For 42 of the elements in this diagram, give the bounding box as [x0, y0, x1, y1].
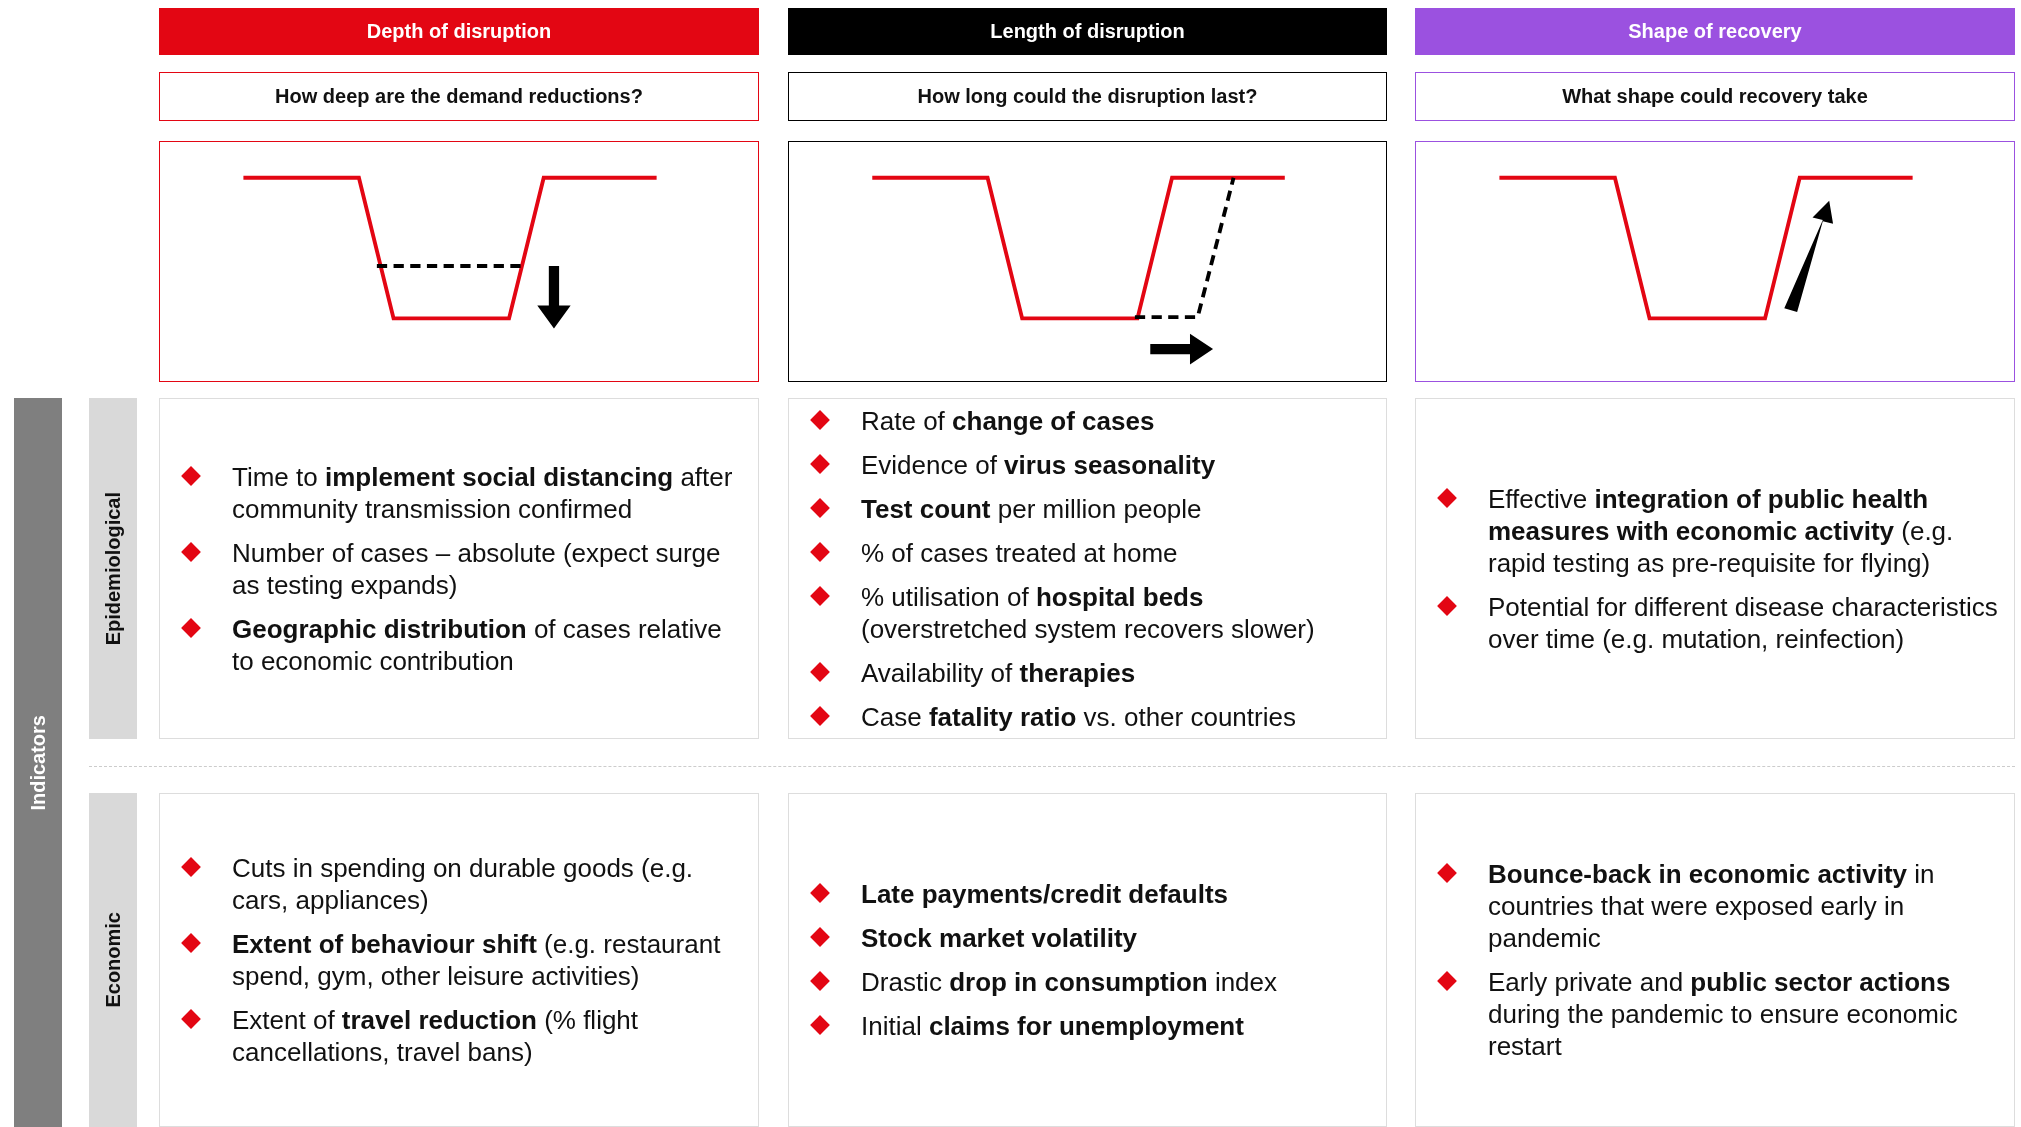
bullet-text: Availability of therapies	[861, 656, 1136, 689]
indicator-card	[1415, 793, 2015, 1127]
indicator-card	[1415, 398, 2015, 739]
question-box: How deep are the demand reductions?	[159, 72, 759, 121]
row-label: Epidemiological	[101, 491, 125, 646]
bullet-text: Rate of change of cases	[861, 404, 1155, 437]
bullet-text: Case fatality ratio vs. other countries	[861, 700, 1296, 733]
bullet-text: Initial claims for unemployment	[861, 1010, 1244, 1042]
bullet-text: Effective integration of public health measures with economic activity (e.g. rapid testing as pre-requisite for flying)	[1488, 482, 1955, 579]
bullet-text: Drastic drop in consumption index	[861, 966, 1278, 998]
chart-panel	[1415, 141, 2015, 382]
bullet-text: Late payments/credit defaults	[861, 878, 1228, 910]
bullet-text: % utilisation of hospital beds (overstretched system recovers slower)	[861, 580, 1316, 645]
indicator-card	[159, 398, 759, 739]
bullet-text: Time to implement social distancing after community transmission confirmed	[232, 460, 734, 525]
question-box: What shape could recovery take	[1415, 72, 2015, 121]
bullet-text: Number of cases – absolute (expect surge as testing expands)	[232, 536, 722, 601]
indicator-card	[159, 793, 759, 1127]
bullet-text: % of cases treated at home	[861, 536, 1178, 569]
chart-panel	[159, 141, 759, 382]
bullet-text: Test count per million people	[861, 492, 1202, 525]
indicator-card	[788, 398, 1387, 739]
row-label: Indicators	[26, 714, 50, 811]
bullet-text: Extent of behaviour shift (e.g. restaurant spend, gym, other leisure activities)	[232, 928, 722, 992]
bullet-text: Stock market volatility	[861, 922, 1137, 954]
bullet-text: Potential for different disease characteristics over time (e.g. mutation, reinfection)	[1488, 590, 1999, 655]
bullet-text: Geographic distribution of cases relative to economic contribution	[232, 612, 723, 677]
row-band	[89, 793, 137, 1127]
row-label: Economic	[101, 912, 125, 1008]
bullet-text: Evidence of virus seasonality	[861, 448, 1216, 481]
bullet-text: Early private and public sector actions during the pandemic to ensure economic restart	[1488, 966, 1959, 1062]
bullet-text: Cuts in spending on durable goods (e.g. cars, appliances)	[232, 852, 695, 916]
row-band	[14, 398, 62, 1127]
bullet-text: Extent of travel reduction (% flight cancellations, travel bans)	[232, 1004, 640, 1068]
chart-panel	[788, 141, 1387, 382]
column-header: Shape of recovery	[1415, 8, 2015, 55]
bullet-text: Bounce-back in economic activity in countries that were exposed early in pandemic	[1488, 858, 1936, 954]
column-header: Depth of disruption	[159, 8, 759, 55]
column-header: Length of disruption	[788, 8, 1387, 55]
question-box: How long could the disruption last?	[788, 72, 1387, 121]
row-band	[89, 398, 137, 739]
indicator-card	[788, 793, 1387, 1127]
